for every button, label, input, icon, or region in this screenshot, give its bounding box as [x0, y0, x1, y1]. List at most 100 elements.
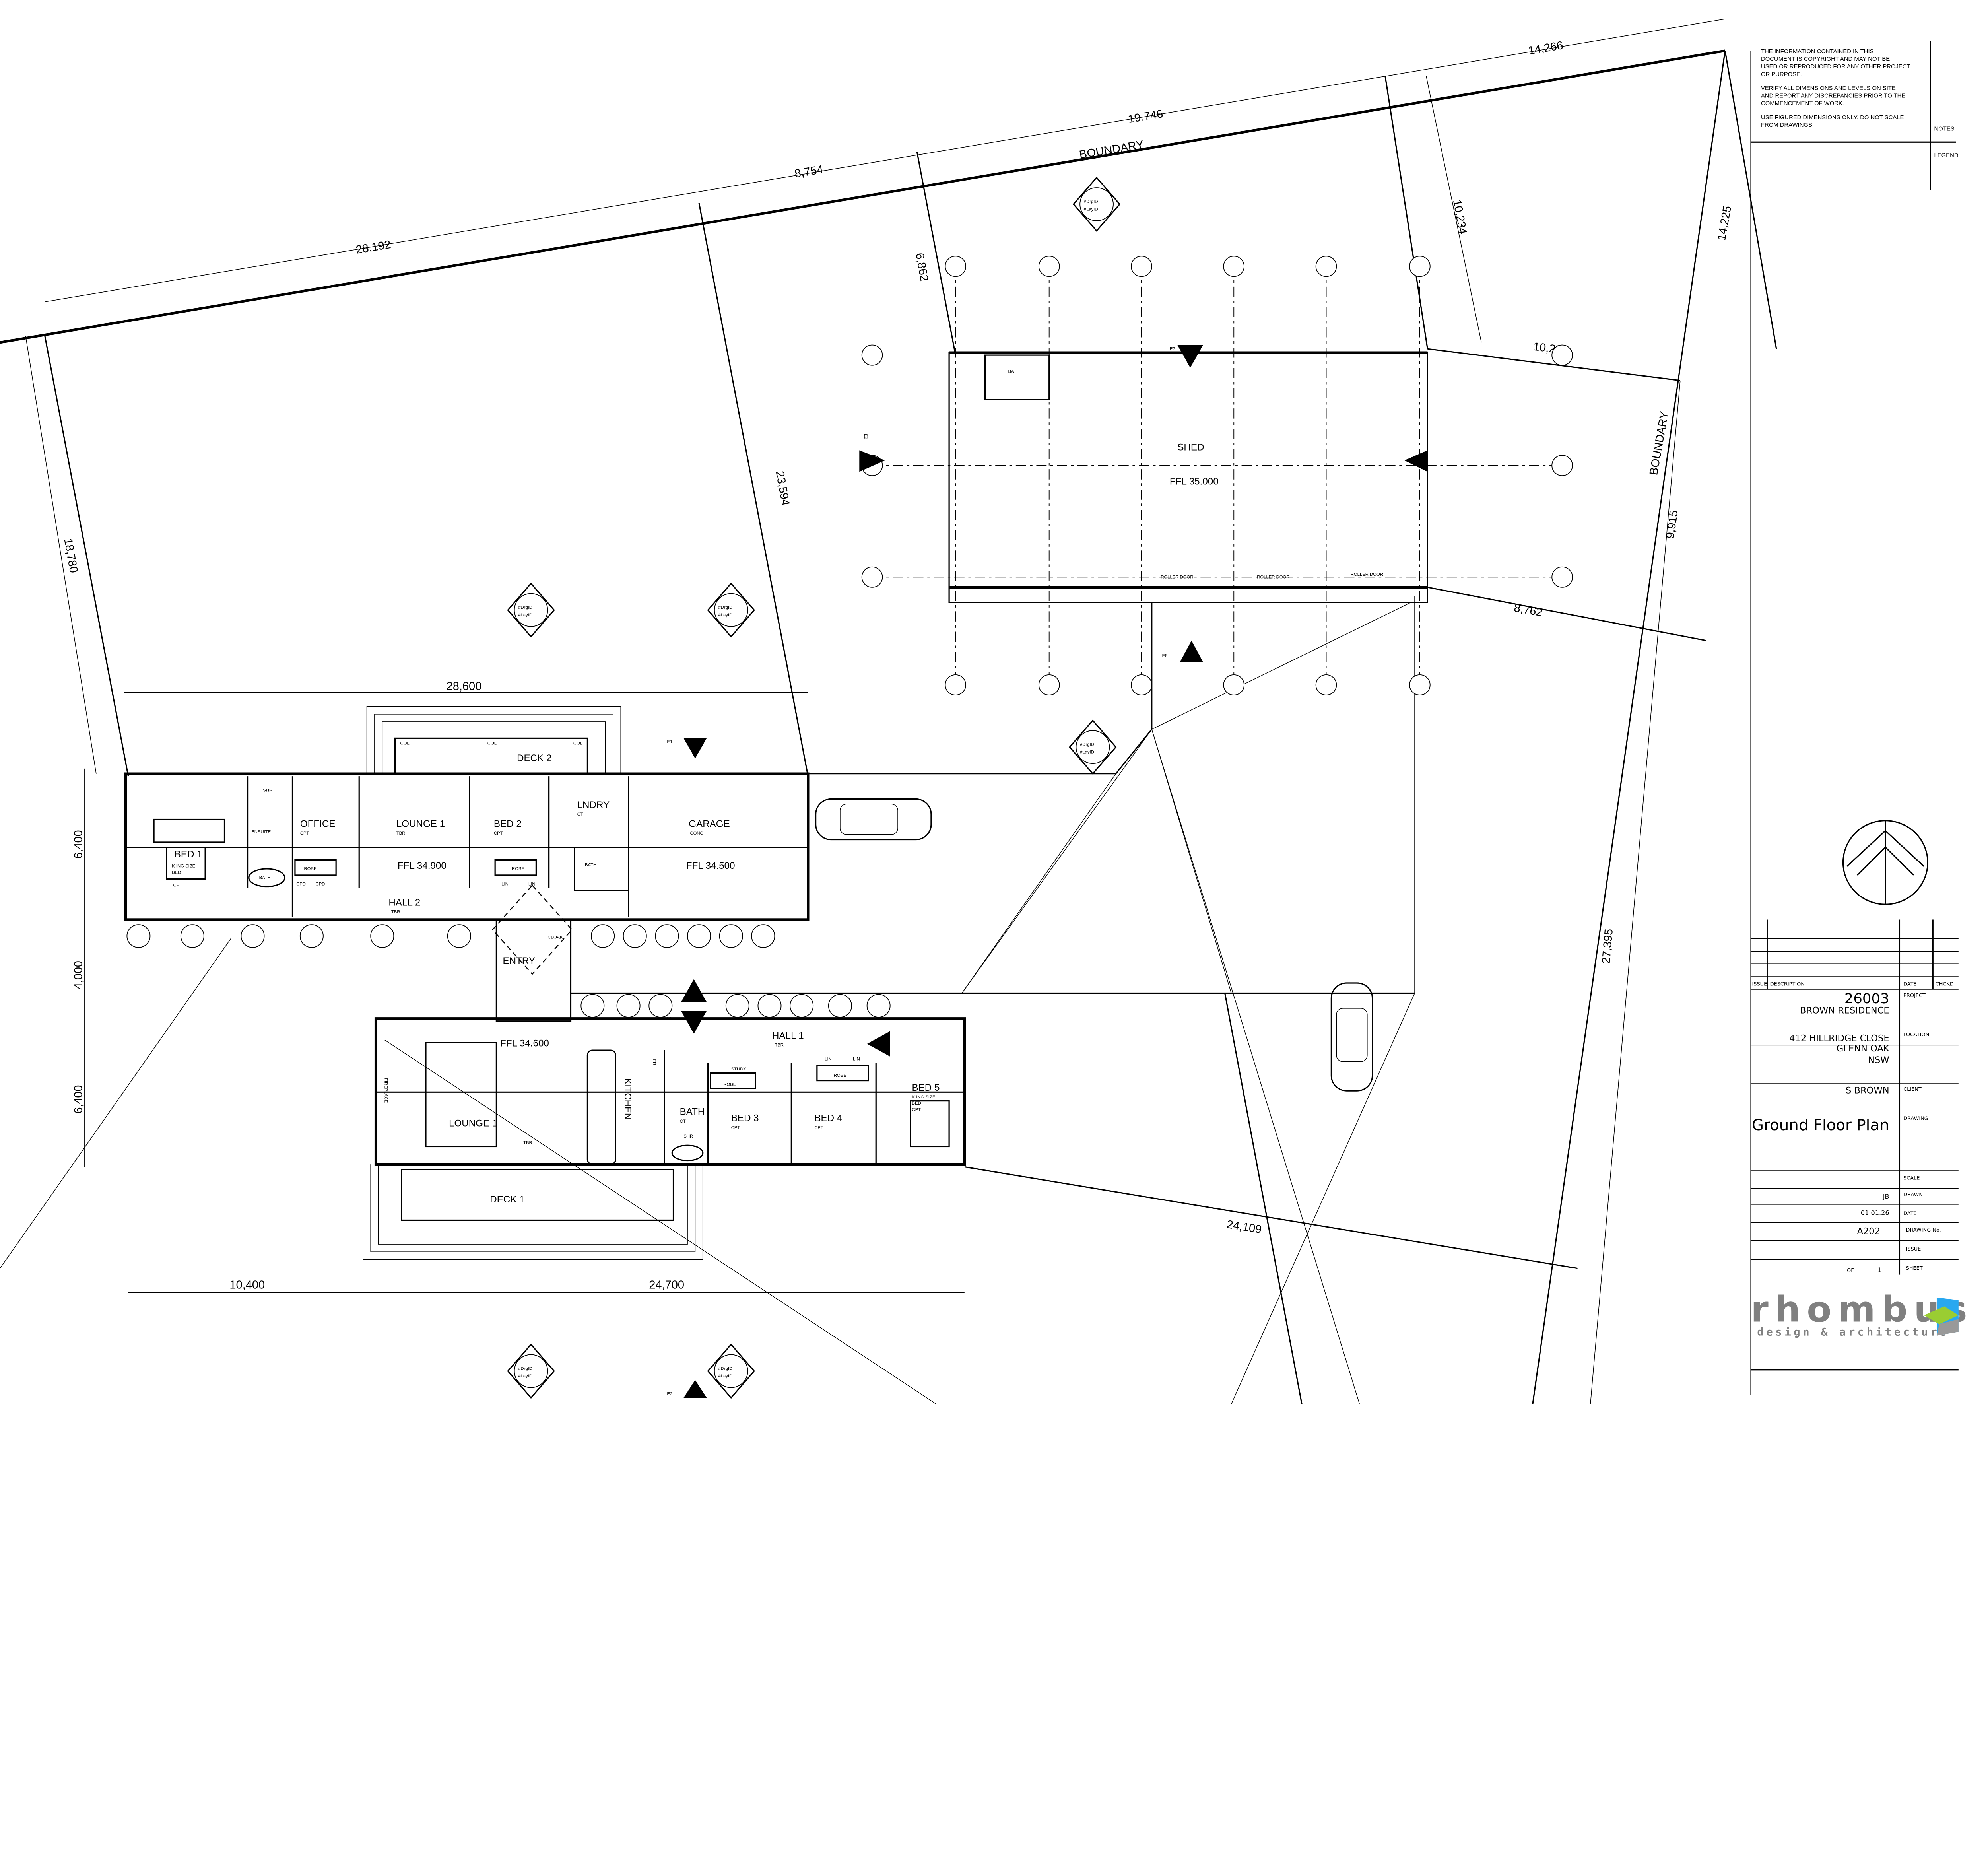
sheet-total: 1 [1878, 1266, 1882, 1274]
fridge-label: FR [652, 1059, 656, 1065]
section-arrow-icon [683, 738, 707, 759]
note-line: OR PURPOSE. [1761, 71, 1802, 78]
robe-label: ROBE [512, 866, 524, 871]
note-line: VERIFY ALL DIMENSIONS AND LEVELS ON SITE [1761, 85, 1896, 92]
dimension-label: 27,395 [1600, 929, 1615, 964]
ffl-house: FFL 34.900 [398, 861, 447, 871]
section-marker: #DrgID#LayID [1069, 719, 1117, 775]
cpd-label: CPD [296, 882, 306, 886]
header-checked: CHCKD [1936, 981, 1954, 987]
dimension-label: 8,762 [1513, 602, 1543, 619]
note-line: USE FIGURED DIMENSIONS ONLY. DO NOT SCAL… [1761, 115, 1904, 121]
shed-label: SHED [1177, 442, 1204, 453]
room-label-deck1: DECK 1 [490, 1194, 524, 1205]
room-label-office: OFFICE [300, 819, 336, 829]
issue-label: ISSUE [1906, 1246, 1921, 1252]
dimension-label: 8,754 [794, 163, 824, 180]
dimension-label: 24,700 [649, 1279, 684, 1292]
client-label: CLIENT [1903, 1086, 1922, 1092]
room-label-deck2: DECK 2 [517, 753, 551, 763]
project-name: BROWN RESIDENCE [1800, 1006, 1889, 1016]
section-arrow-icon [681, 1011, 707, 1034]
cloak-label: CLOAK [547, 935, 563, 940]
dimension-label: 9,915 [1664, 509, 1681, 540]
floor-finish: TBR [775, 1043, 784, 1048]
room-label-bath: BATH [680, 1107, 705, 1117]
dimension-label: 10,400 [229, 1279, 265, 1292]
svg-text:#DrgID: #DrgID [518, 1366, 532, 1371]
location-line: 412 HILLRIDGE CLOSE [1789, 1033, 1889, 1044]
room-label-bed5: BED 5 [912, 1082, 940, 1093]
floor-finish: TBR [391, 910, 400, 915]
kitchen-label: KITCHEN [622, 1078, 633, 1120]
dimension-label: 14,225 [1715, 205, 1734, 241]
location-label: LOCATION [1903, 1032, 1929, 1038]
logo-mark-icon [1924, 1306, 1959, 1325]
drawing-markers: #DrgID#LayID #DrgID#LayID #DrgID#LayID #… [507, 177, 1121, 1399]
dimension-label: 6,400 [72, 830, 85, 859]
room-label-bed2: BED 2 [494, 819, 522, 829]
section-marker: #DrgID #LayID [507, 1343, 555, 1399]
section-marker: #DrgID #LayID [507, 582, 555, 638]
room-label-hall1: HALL 1 [772, 1030, 804, 1041]
room-label-bed3: BED 3 [731, 1113, 759, 1124]
title-block: ISSUE DESCRIPTION DATE CHCKD 26003 BROWN… [1751, 919, 1959, 1371]
notes-label: NOTES [1934, 126, 1955, 132]
svg-text:#DrgID: #DrgID [518, 605, 532, 610]
floor-finish: CONC [690, 831, 703, 836]
elevation-label: E2 [667, 1392, 672, 1397]
hedge-shrubs [126, 924, 891, 1018]
header-date: DATE [1903, 981, 1917, 987]
section-marker: #DrgID#LayID [707, 1343, 755, 1399]
floor-finish: CPT [173, 883, 182, 888]
lin-label: LIN [825, 1057, 832, 1062]
entry: ENTRY CLOAK [491, 884, 707, 1034]
floor-finish: CPT [731, 1125, 740, 1130]
note-line: AND REPORT ANY DISCREPANCIES PRIOR TO TH… [1761, 93, 1905, 99]
logo-name: rhombus [1751, 1289, 1974, 1330]
location-line: NSW [1868, 1055, 1889, 1065]
bath-label: BATH [259, 875, 271, 880]
boundary-label-right: BOUNDARY [1647, 410, 1671, 476]
room-label-bed4: BED 4 [814, 1113, 842, 1124]
room-label-garage: GARAGE [689, 819, 730, 829]
house-north: BED 1 K ING SIZE BED CPT ENSUITE SHR BAT… [124, 706, 891, 1018]
dimension-label: 24,109 [1226, 1218, 1263, 1236]
elevation-label: E9 [863, 434, 868, 439]
bed1-bed-label: BED [172, 870, 181, 875]
floor-finish: CT [577, 812, 583, 817]
svg-text:#LayID: #LayID [1080, 750, 1094, 755]
svg-text:#DrgID: #DrgID [718, 1366, 732, 1371]
svg-text:#LayID: #LayID [518, 613, 532, 618]
drawing-label: DRAWING [1903, 1116, 1928, 1122]
dimension-label: 6,862 [913, 252, 930, 282]
drawing-title: Ground Floor Plan [1752, 1116, 1889, 1134]
section-arrow-icon [867, 1031, 890, 1057]
note-line: THE INFORMATION CONTAINED IN THIS [1761, 49, 1874, 55]
car-icon [815, 798, 932, 841]
driveway-lines [0, 596, 1415, 1404]
section-arrow-icon [1180, 640, 1203, 662]
room-label-bed1: BED 1 [175, 849, 202, 860]
section-arrow-icon [681, 979, 707, 1002]
cpd-label: CPD [316, 882, 325, 886]
boundary-label-top: BOUNDARY [1078, 138, 1145, 161]
bed5-bed-label: BED [912, 1101, 921, 1106]
sheet-of: OF [1847, 1268, 1854, 1274]
section-arrow-icon [1404, 450, 1428, 472]
legend-label: LEGEND [1934, 153, 1959, 159]
floor-finish: CPT [494, 831, 503, 836]
col-label: COL [400, 741, 409, 746]
section-arrow-icon [859, 450, 885, 472]
section-marker: #DrgID#LayID [707, 582, 755, 638]
scale-label: SCALE [1903, 1175, 1920, 1181]
room-label-ensuite: ENSUITE [251, 830, 271, 835]
shr-label: SHR [683, 1134, 693, 1139]
section-marker: #DrgID#LayID [1072, 177, 1121, 232]
bed5-bed-label: K ING SIZE [912, 1095, 936, 1099]
elevation-label: E7 [1170, 346, 1175, 351]
logo-tagline: design & architecture [1757, 1326, 1949, 1338]
dimension-label: 28,600 [447, 680, 482, 693]
floor-finish: CPT [814, 1125, 823, 1130]
svg-text:#LayID: #LayID [518, 1374, 532, 1379]
